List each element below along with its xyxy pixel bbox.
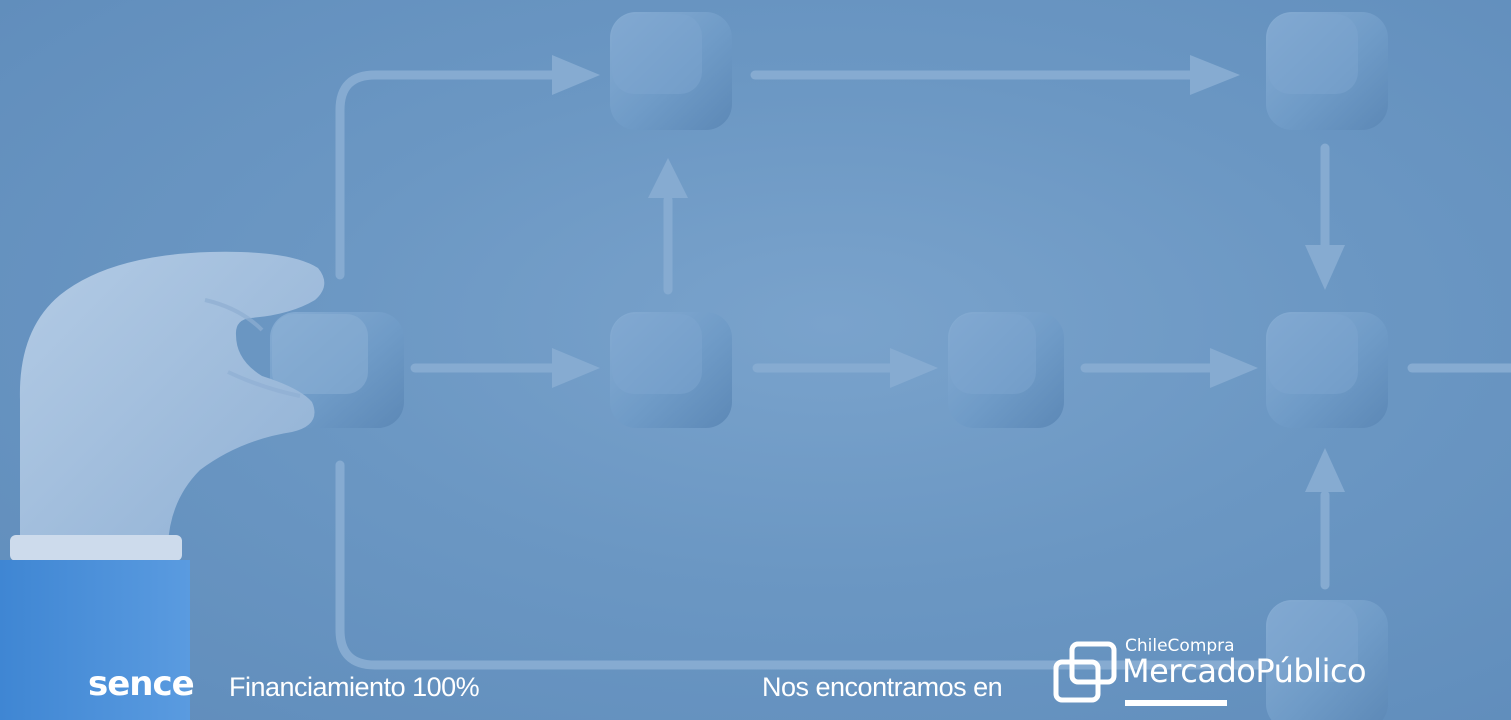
cube-icon [610, 312, 732, 428]
meet-text: Nos encontramos en [762, 672, 1003, 702]
arrow-icon [1190, 55, 1240, 95]
mercadopublico-underline [1125, 700, 1227, 706]
cube-icon [1266, 312, 1388, 428]
connector-lines [335, 70, 1511, 670]
bottom-loop-line [335, 460, 1270, 670]
top-loop-line [335, 70, 565, 280]
arrow-icon [552, 348, 600, 388]
arrow-icon [1305, 448, 1345, 492]
arrow-icon [648, 158, 688, 198]
arrow-icon [552, 55, 600, 95]
mercadopublico-label: MercadoPúblico [1122, 652, 1367, 690]
cube-icon [948, 312, 1064, 428]
chilecompra-label: ChileCompra [1125, 636, 1235, 656]
arrow-heads [552, 55, 1345, 492]
arrow-icon [1210, 348, 1258, 388]
hand-icon [0, 251, 325, 720]
cube-icon [1266, 600, 1388, 720]
sence-logo: sence [88, 664, 195, 704]
cube-icon [1266, 12, 1388, 130]
arrow-icon [890, 348, 938, 388]
mercadopublico-icon [1053, 641, 1117, 703]
cubes [270, 12, 1388, 720]
arrow-icon [1305, 245, 1345, 290]
cube-icon [610, 12, 732, 130]
financing-text: Financiamiento 100% [229, 672, 480, 702]
